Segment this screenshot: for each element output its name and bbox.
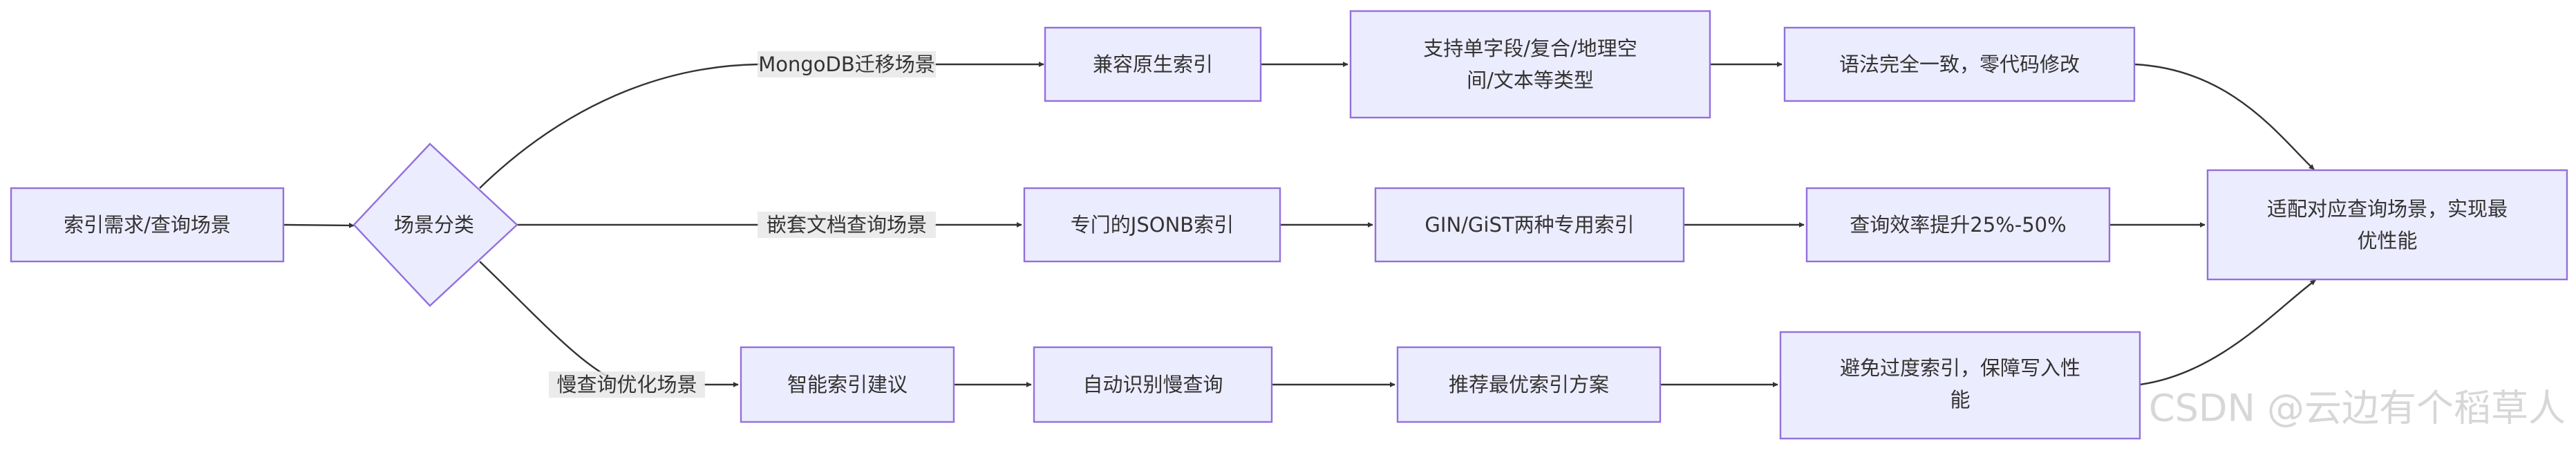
edge-label-slow: 慢查询优化场景 (549, 371, 705, 398)
edge-start-to-decision (283, 222, 355, 228)
node-j2: GIN/GiST两种专用索引 (1374, 187, 1685, 263)
node-s4-line1: 避免过度索引，保障写入性 (1840, 356, 2080, 380)
node-start: 索引需求/查询场景 (10, 187, 285, 263)
edge-label-json: 嵌套文档查询场景 (758, 212, 936, 238)
edge-s4-to-end (2139, 279, 2316, 386)
node-end-line2: 优性能 (2357, 229, 2417, 252)
node-m3: 语法完全一致，零代码修改 (1783, 26, 2136, 102)
node-m1-label: 兼容原生索引 (1093, 53, 1213, 76)
node-j3-label: 查询效率提升25%-50% (1850, 213, 2066, 237)
node-s1: 智能索引建议 (740, 346, 955, 423)
edge-decision-to-mongo (479, 63, 760, 189)
node-m1: 兼容原生索引 (1044, 26, 1262, 102)
node-s1-label: 智能索引建议 (787, 373, 908, 396)
node-j3: 查询效率提升25%-50% (1805, 187, 2111, 263)
edge-label-mongo: MongoDB迁移场景 (758, 51, 936, 77)
node-s4-line2: 能 (1950, 388, 1970, 412)
node-j2-label: GIN/GiST两种专用索引 (1425, 213, 1634, 237)
node-j1-label: 专门的JSONB索引 (1071, 213, 1234, 237)
edge-decision-to-slow (479, 261, 627, 386)
edges (283, 62, 2316, 387)
node-decision: 场景分类 (352, 142, 518, 307)
node-m2-line2: 间/文本等类型 (1467, 68, 1594, 92)
node-decision-label: 场景分类 (394, 213, 474, 237)
node-end: 适配对应查询场景，实现最 优性能 (2206, 169, 2568, 281)
node-s4: 避免过度索引，保障写入性 能 (1779, 331, 2141, 440)
watermark: CSDN @云边有个稻草人 (2149, 387, 2566, 430)
node-s3: 推荐最优索引方案 (1396, 346, 1662, 423)
node-s2: 自动识别慢查询 (1033, 346, 1273, 423)
edge-label-mongo-text: MongoDB迁移场景 (758, 53, 935, 76)
edge-label-json-text: 嵌套文档查询场景 (767, 213, 927, 237)
node-start-label: 索引需求/查询场景 (64, 213, 231, 237)
node-s3-label: 推荐最优索引方案 (1449, 373, 1609, 396)
node-j1: 专门的JSONB索引 (1023, 187, 1281, 263)
node-m3-label: 语法完全一致，零代码修改 (1839, 53, 2080, 76)
edge-m3-to-end (2134, 63, 2315, 170)
node-m2: 支持单字段/复合/地理空 间/文本等类型 (1349, 10, 1711, 119)
node-s2-label: 自动识别慢查询 (1082, 373, 1223, 396)
node-end-line1: 适配对应查询场景，实现最 (2267, 197, 2508, 221)
edge-label-slow-text: 慢查询优化场景 (556, 373, 697, 396)
node-m2-line1: 支持单字段/复合/地理空 (1423, 37, 1637, 60)
